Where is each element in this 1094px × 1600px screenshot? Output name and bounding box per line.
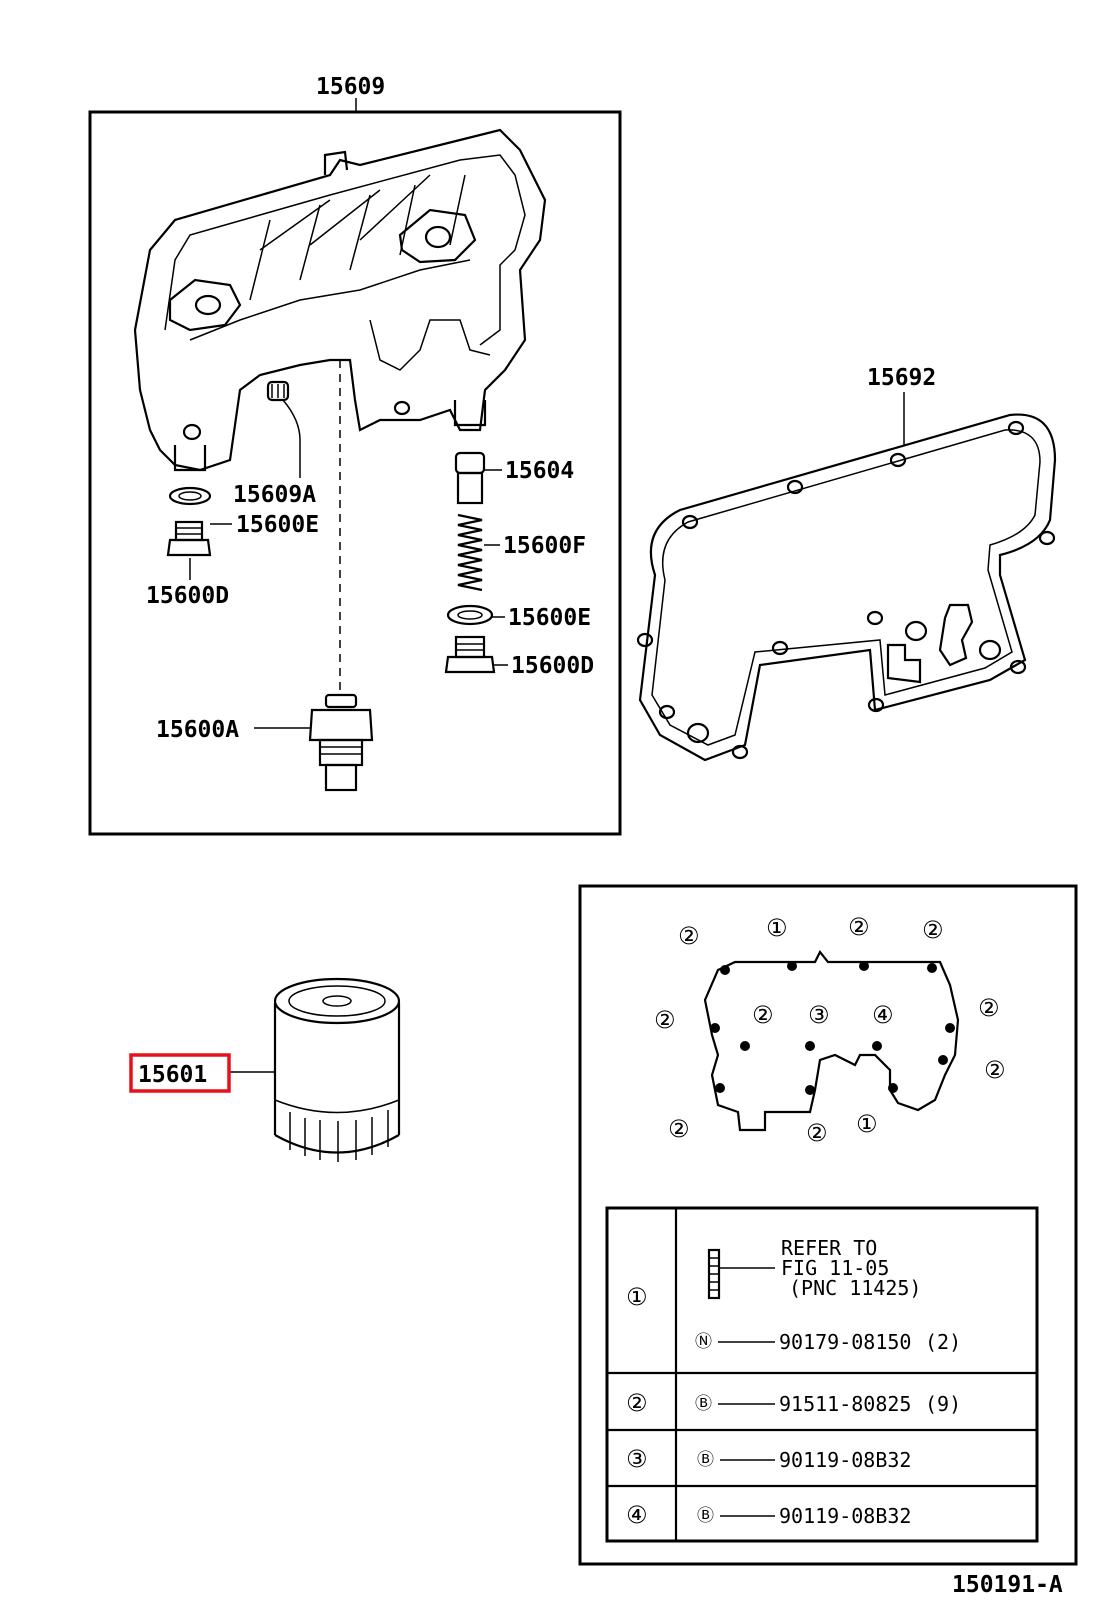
legend-table: ① REFER TO FIG 11-05 (PNC 11425) Ⓝ 90179… xyxy=(605,1206,1039,1543)
gasket-15692-drawing xyxy=(636,413,1057,762)
bolt-marker: ④ xyxy=(872,1001,894,1029)
part-15600D-right-plug xyxy=(444,635,508,674)
part-15600D-left-plug xyxy=(166,520,212,580)
highlight-box-15601[interactable] xyxy=(129,1053,231,1093)
bolt-marker: ① xyxy=(766,914,788,942)
legend-subkey: Ⓑ xyxy=(697,1506,714,1526)
bolt-marker: ② xyxy=(848,913,870,941)
legend-subkey: Ⓝ xyxy=(695,1332,712,1352)
bolt-marker: ② xyxy=(678,922,700,950)
label-15600F: 15600F xyxy=(503,533,586,559)
label-15601: 15601 xyxy=(138,1062,207,1088)
legend-subkey: Ⓑ xyxy=(697,1450,714,1470)
legend-key: ① xyxy=(626,1283,648,1311)
legend-key: ③ xyxy=(626,1445,648,1473)
bolt-marker-group: ② ① ② ② ② ② ③ ④ ② ② ② ② ① xyxy=(654,913,1006,1147)
oil-filter-drawing xyxy=(230,977,401,1162)
legend-qty: (2) xyxy=(925,1330,961,1354)
label-15600E-left: 15600E xyxy=(236,512,319,538)
part-15600E-right-gasket xyxy=(446,604,505,626)
bolt-marker: ① xyxy=(856,1110,878,1138)
part-15600E-left-gasket xyxy=(168,486,232,525)
label-15600D-left: 15600D xyxy=(146,583,229,609)
part-15609A-plug xyxy=(266,380,301,478)
figure-id: 150191-A xyxy=(952,1572,1063,1598)
label-15692: 15692 xyxy=(867,365,936,391)
label-15609A: 15609A xyxy=(233,482,316,508)
cover-outline-drawing xyxy=(703,949,960,1132)
legend-note-line: (PNC 11425) xyxy=(789,1276,921,1300)
legend-note-line: FIG 11-05 xyxy=(781,1256,889,1280)
label-15604: 15604 xyxy=(505,458,574,484)
label-15600D-right: 15600D xyxy=(511,653,594,679)
bolt-marker: ② xyxy=(984,1056,1006,1084)
bolt-marker: ② xyxy=(654,1006,676,1034)
legend-key: ④ xyxy=(626,1501,648,1529)
label-15609: 15609 xyxy=(316,74,385,100)
bolt-marker: ② xyxy=(752,1001,774,1029)
bolt-icon xyxy=(707,1248,775,1300)
part-15600A-union xyxy=(254,693,374,792)
assembly-box-15609 xyxy=(88,110,622,836)
legend-qty: (9) xyxy=(925,1392,961,1416)
legend-note-line: REFER TO xyxy=(781,1236,877,1260)
bolt-marker: ② xyxy=(668,1115,690,1143)
legend-part-number: 90119-08B32 xyxy=(779,1448,911,1472)
part-15600F-spring xyxy=(457,513,500,592)
bolt-marker: ③ xyxy=(808,1001,830,1029)
bolt-marker: ② xyxy=(922,916,944,944)
legend-part-number: 91511-80825 xyxy=(779,1392,911,1416)
label-15600E-right: 15600E xyxy=(508,605,591,631)
legend-table-frame xyxy=(605,1206,1039,1543)
legend-subkey: Ⓑ xyxy=(695,1394,712,1414)
part-15604-valve xyxy=(454,451,502,505)
legend-part-number: 90179-08150 xyxy=(779,1330,911,1354)
bolt-marker: ② xyxy=(978,994,1000,1022)
label-15600A: 15600A xyxy=(156,717,239,743)
oil-cooler-case-drawing xyxy=(133,128,547,472)
bolt-marker: ② xyxy=(806,1119,828,1147)
legend-key: ② xyxy=(626,1389,648,1417)
bolt-layout-box xyxy=(578,884,1078,1566)
legend-part-number: 90119-08B32 xyxy=(779,1504,911,1528)
